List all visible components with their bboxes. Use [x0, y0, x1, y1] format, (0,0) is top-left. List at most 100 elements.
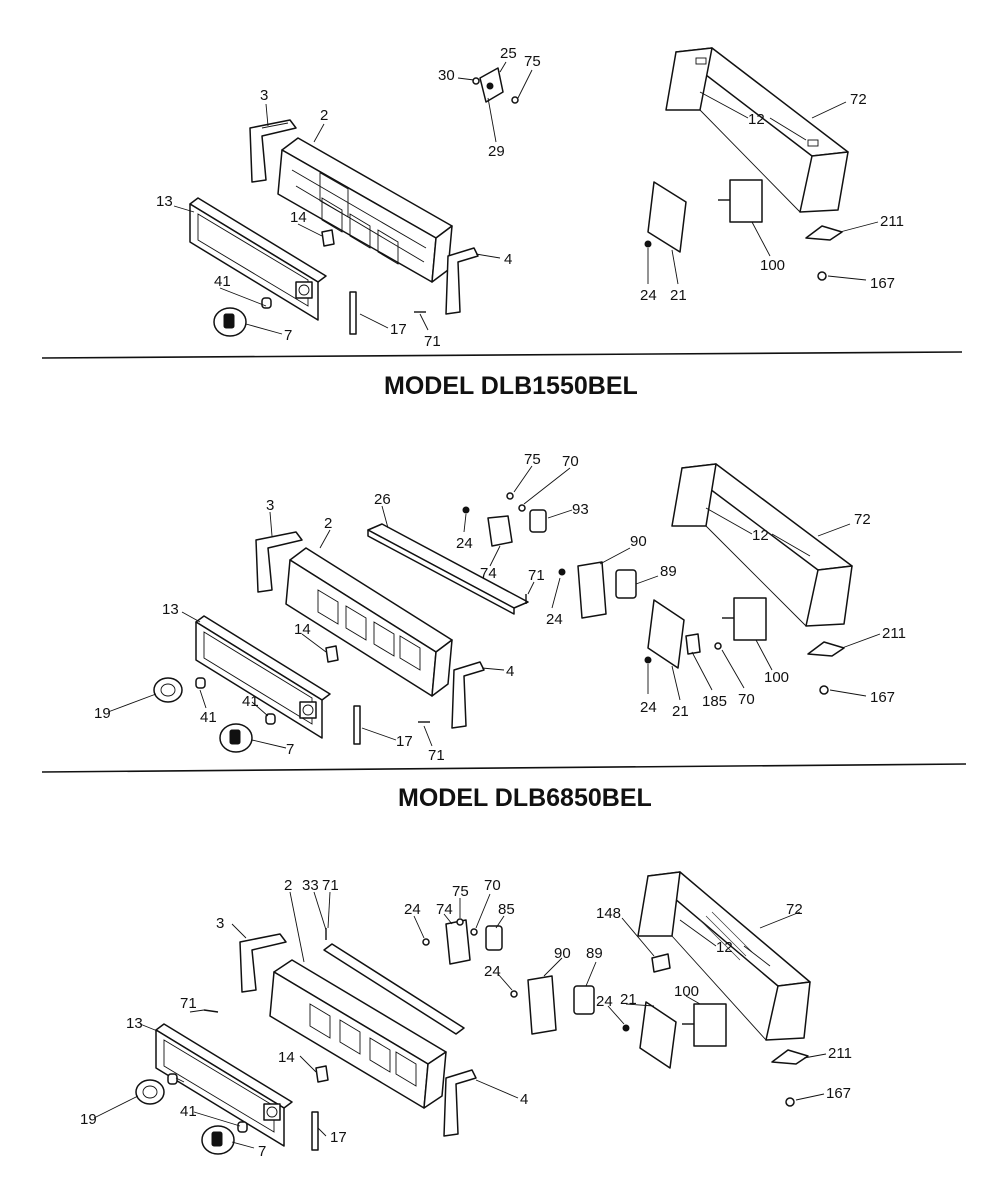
callout: 12: [752, 527, 769, 544]
knob-insert: [167, 1073, 178, 1085]
callout: 13: [162, 601, 179, 618]
strap: [349, 291, 357, 335]
callout: 41: [242, 693, 259, 710]
callout: 4: [504, 251, 512, 268]
callout: 24: [640, 287, 657, 304]
backsplash-housing: [285, 547, 453, 697]
hinge-bracket: [771, 1049, 809, 1065]
callout: 14: [278, 1049, 295, 1066]
leaders: [107, 465, 881, 749]
callout: 41: [214, 273, 231, 290]
callout: 148: [596, 905, 621, 922]
screw-167: [817, 271, 827, 281]
switch-bracket: [472, 67, 519, 104]
callout: 167: [870, 275, 895, 292]
top-cover: [665, 47, 849, 213]
switch: [485, 925, 503, 951]
callout: 85: [498, 901, 515, 918]
callouts-1: 30 25 75 29 3 2 72 12 13 14 211 4 100 24…: [156, 45, 904, 350]
strap: [311, 1111, 319, 1151]
callout: 167: [870, 689, 895, 706]
callout: 21: [620, 991, 637, 1008]
callout: 75: [524, 53, 541, 70]
callout: 26: [374, 491, 391, 508]
callout: 7: [258, 1143, 266, 1160]
callout: 2: [324, 515, 332, 532]
callout: 185: [702, 693, 727, 710]
callout: 24: [640, 699, 657, 716]
screw: [470, 928, 478, 936]
callout: 33: [302, 877, 319, 894]
callout: 24: [484, 963, 501, 980]
callout: 74: [480, 565, 497, 582]
top-cover: [671, 463, 853, 627]
callout: 72: [850, 91, 867, 108]
callout: 41: [200, 709, 217, 726]
timer-bracket: [647, 599, 685, 669]
mounting-plate: [527, 975, 557, 1035]
callout: 3: [266, 497, 274, 514]
callout: 2: [320, 107, 328, 124]
switch-bracket: [487, 515, 513, 547]
push-button-switch: [135, 1079, 165, 1105]
callout: 19: [80, 1111, 97, 1128]
callout: 211: [828, 1045, 852, 1062]
screw-24: [644, 656, 652, 664]
callout: 24: [546, 611, 563, 628]
clamp: [685, 633, 701, 655]
strap: [353, 705, 361, 745]
section-2: 75 70 93 26 3 2 24 74 71 90 89 24 72 12 …: [94, 451, 906, 764]
callout: 24: [404, 901, 421, 918]
divider-2: [41, 763, 967, 773]
callout: 13: [156, 193, 173, 210]
end-cap-right: [451, 661, 485, 729]
callout: 17: [396, 733, 413, 750]
end-cap-left: [255, 531, 303, 593]
callout: 71: [528, 567, 545, 584]
callout: 71: [424, 333, 441, 350]
knob: [201, 1125, 235, 1155]
callout: 30: [438, 67, 455, 84]
mounting-plate: [577, 561, 607, 619]
knob-insert: [261, 297, 272, 309]
callout: 211: [880, 213, 904, 230]
support-rail: [323, 943, 465, 1035]
model-title: MODEL DLB1550BEL: [384, 372, 638, 400]
clip: [321, 229, 335, 247]
screw-24: [558, 568, 566, 576]
knob-insert: [237, 1121, 248, 1133]
callout: 13: [126, 1015, 143, 1032]
control-panel-trim: [195, 615, 331, 739]
callout: 3: [260, 87, 268, 104]
switch-89: [573, 985, 595, 1015]
screw-167: [819, 685, 829, 695]
callout: 74: [436, 901, 453, 918]
divider-1: [41, 351, 963, 359]
callout: 71: [322, 877, 339, 894]
push-button-switch: [153, 677, 183, 703]
switch-89: [615, 569, 637, 599]
timer: [722, 597, 767, 641]
callout: 100: [674, 983, 699, 1000]
callout: 4: [506, 663, 514, 680]
screw-24: [622, 1024, 630, 1032]
top-cover: [637, 871, 811, 1041]
callout: 100: [760, 257, 785, 274]
timer: [718, 179, 763, 223]
callout: 3: [216, 915, 224, 932]
end-cap-right: [443, 1069, 477, 1137]
screw: [506, 492, 514, 500]
clip: [325, 645, 339, 663]
timer-bracket: [647, 181, 687, 253]
screw: [203, 1009, 219, 1013]
knob: [219, 723, 253, 753]
knob-insert: [265, 713, 276, 725]
callout: 41: [180, 1103, 197, 1120]
callout: 24: [456, 535, 473, 552]
callout: 75: [524, 451, 541, 468]
callout: 7: [286, 741, 294, 758]
screw-24: [644, 240, 652, 248]
callout: 167: [826, 1085, 851, 1102]
callout: 29: [488, 143, 505, 160]
callout: 71: [180, 995, 197, 1012]
